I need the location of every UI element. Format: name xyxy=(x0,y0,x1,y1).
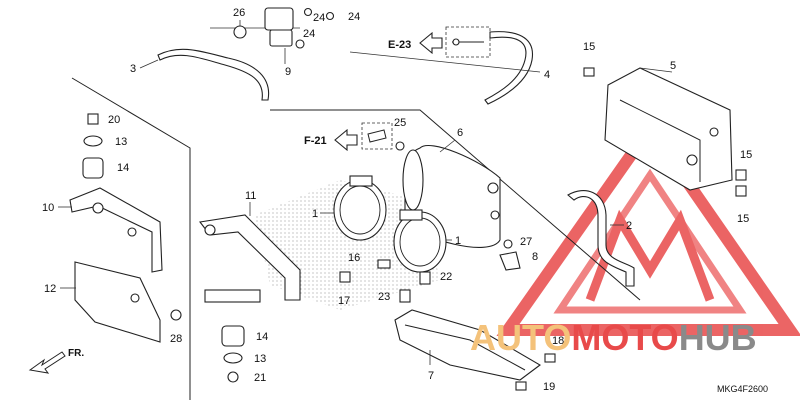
callout-20: 20 xyxy=(108,114,120,126)
drawing-code: MKG4F2600 xyxy=(717,384,768,394)
bolt-20 xyxy=(87,113,99,125)
callout-17: 17 xyxy=(338,295,350,307)
ref-e23-label: E-23 xyxy=(388,39,411,51)
callout-8: 8 xyxy=(532,251,538,263)
callout-22: 22 xyxy=(440,271,452,283)
front-label: FR. xyxy=(68,348,84,359)
watermark-hub: HUB xyxy=(679,317,757,358)
frame-outline xyxy=(71,77,641,400)
purge-valve-9 xyxy=(264,7,305,64)
joint-8 xyxy=(499,251,521,271)
callout-9: 9 xyxy=(285,66,291,78)
callout-4: 4 xyxy=(544,69,550,81)
clip-22 xyxy=(419,271,431,285)
callout-labels: 26 24 24 24 9 3 4 15 5 20 13 14 10 12 28… xyxy=(42,7,752,393)
clip-23 xyxy=(399,289,411,303)
bolt-18 xyxy=(544,353,556,363)
bolt-15a xyxy=(583,67,595,77)
callout-13b: 13 xyxy=(254,353,266,365)
callout-23: 23 xyxy=(378,291,390,303)
watermark-triangle xyxy=(496,117,800,336)
nut-21 xyxy=(227,371,239,383)
callout-28: 28 xyxy=(170,333,182,345)
callout-14a: 14 xyxy=(117,162,129,174)
undercover-7 xyxy=(394,309,541,381)
grommet-14a xyxy=(82,157,104,179)
hatch-area xyxy=(255,180,440,310)
tube-2 xyxy=(567,190,635,287)
bracket-11 xyxy=(198,202,301,303)
callout-1a: 1 xyxy=(312,208,318,220)
callout-21: 21 xyxy=(254,372,266,384)
clamp-27 xyxy=(503,239,513,249)
callout-15c: 15 xyxy=(737,213,749,225)
bolt-24b xyxy=(325,11,335,21)
callout-3: 3 xyxy=(130,63,136,75)
washer-13a xyxy=(83,135,103,147)
callout-26: 26 xyxy=(233,7,245,19)
callout-15a: 15 xyxy=(583,41,595,53)
callout-24a: 24 xyxy=(313,12,325,24)
watermark-m-shape xyxy=(585,209,715,302)
nut-25 xyxy=(395,141,405,151)
watermark-auto: AUTO xyxy=(470,317,571,358)
ref-e23-group xyxy=(419,26,491,58)
callout-10: 10 xyxy=(42,202,54,214)
callout-7: 7 xyxy=(428,370,434,382)
tube-3 xyxy=(139,48,270,101)
callout-25: 25 xyxy=(394,117,406,129)
bolt-16 xyxy=(377,259,391,269)
callout-1b: 1 xyxy=(455,235,461,247)
front-arrow-icon xyxy=(28,351,66,374)
callout-2: 2 xyxy=(626,220,632,232)
tube-4 xyxy=(349,31,541,105)
callout-18: 18 xyxy=(552,335,564,347)
bolt-19 xyxy=(515,381,527,391)
bolt-24a xyxy=(303,7,313,17)
callout-24b: 24 xyxy=(348,11,360,23)
bolt-28 xyxy=(170,309,182,321)
band-1b xyxy=(393,209,447,273)
callout-19: 19 xyxy=(543,381,555,393)
callout-27: 27 xyxy=(520,236,532,248)
bolt-15c xyxy=(735,185,747,197)
clip-26 xyxy=(233,20,247,39)
ref-f21-group xyxy=(334,122,393,152)
callout-12: 12 xyxy=(44,283,56,295)
bracket-5 xyxy=(604,67,733,191)
watermark-text: AUTOMOTOHUB xyxy=(470,317,757,358)
bracket-10 xyxy=(58,187,163,273)
callout-13a: 13 xyxy=(115,136,127,148)
callout-15b: 15 xyxy=(740,149,752,161)
callout-16: 16 xyxy=(348,252,360,264)
bolt-17 xyxy=(339,271,351,283)
grommet-14b xyxy=(221,325,245,347)
ref-f21-label: F-21 xyxy=(304,135,327,147)
bolt-15b xyxy=(735,169,747,181)
callout-5: 5 xyxy=(670,60,676,72)
callout-11: 11 xyxy=(245,190,256,202)
washer-13b xyxy=(223,352,243,364)
watermark-moto: MOTO xyxy=(571,317,678,358)
callout-24c: 24 xyxy=(303,28,315,40)
callout-6: 6 xyxy=(457,127,463,139)
band-1a xyxy=(333,175,387,241)
callout-14b: 14 xyxy=(256,331,268,343)
panel-12 xyxy=(60,261,161,343)
